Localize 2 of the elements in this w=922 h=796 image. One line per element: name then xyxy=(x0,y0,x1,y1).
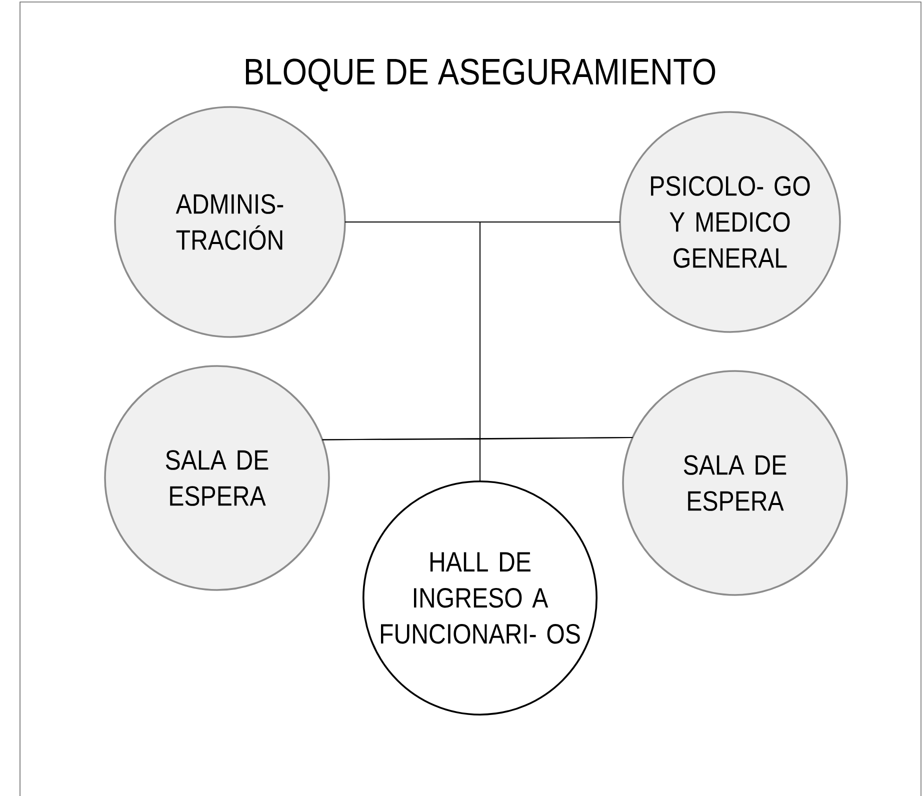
title: BLOQUE DE ASEGURAMIENTO xyxy=(246,58,716,92)
connector-line xyxy=(480,436,634,482)
